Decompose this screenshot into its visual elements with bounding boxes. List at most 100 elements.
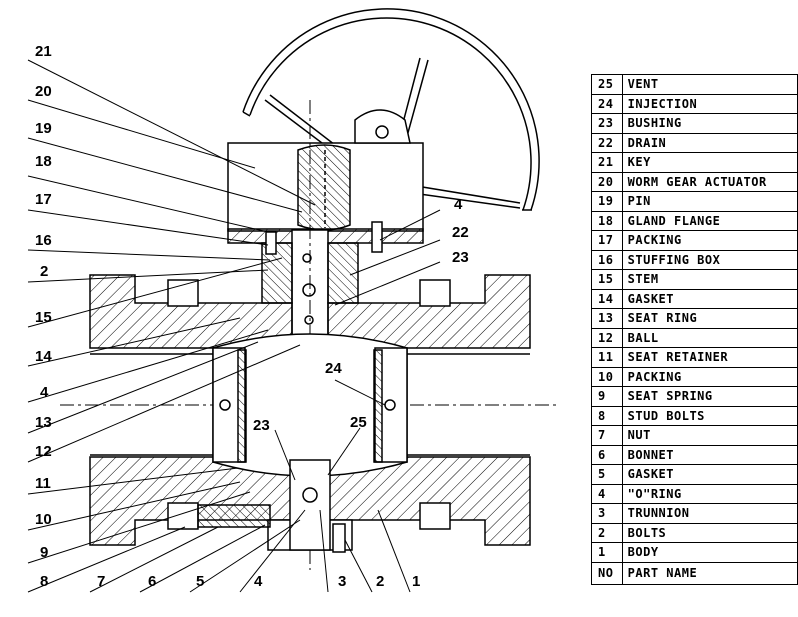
part-name: WORM GEAR ACTUATOR <box>621 171 798 192</box>
callout-22: 22 <box>452 224 469 241</box>
callout-2-bottom: 2 <box>376 573 384 590</box>
callout-9: 9 <box>40 544 48 561</box>
callout-11: 11 <box>35 475 51 492</box>
part-name: VENT <box>621 74 798 95</box>
part-number: 17 <box>591 230 623 251</box>
part-number: 18 <box>591 210 623 231</box>
callout-3: 3 <box>338 573 346 590</box>
part-number: 5 <box>591 464 623 485</box>
part-number: 3 <box>591 503 623 524</box>
parts-list-row: 4"O"RING <box>591 483 798 504</box>
callout-7: 7 <box>97 573 105 590</box>
part-name: TRUNNION <box>621 503 798 524</box>
callout-4-bottom: 4 <box>254 573 263 590</box>
part-name: SEAT RING <box>621 308 798 329</box>
part-name: KEY <box>621 152 798 173</box>
parts-list-header: NO PART NAME <box>591 561 798 585</box>
callout-14: 14 <box>35 348 52 365</box>
part-number: 2 <box>591 522 623 543</box>
part-name: PIN <box>621 191 798 212</box>
callout-16: 16 <box>35 232 52 249</box>
callout-8: 8 <box>40 573 48 590</box>
part-number: 4 <box>591 483 623 504</box>
callout-13: 13 <box>35 414 52 431</box>
callout-5: 5 <box>196 573 204 590</box>
part-number: 1 <box>591 542 623 563</box>
part-name: PACKING <box>621 366 798 387</box>
part-name: PACKING <box>621 230 798 251</box>
part-name: BONNET <box>621 444 798 465</box>
part-name: BOLTS <box>621 522 798 543</box>
callout-15: 15 <box>35 309 52 326</box>
part-name: DRAIN <box>621 132 798 153</box>
part-name: BALL <box>621 327 798 348</box>
valve-body <box>60 100 560 570</box>
part-number: 19 <box>591 191 623 212</box>
part-name: STUFFING BOX <box>621 249 798 270</box>
callout-23-lower: 23 <box>253 417 270 434</box>
callout-20: 20 <box>35 83 52 100</box>
part-number: 15 <box>591 269 623 290</box>
part-number: 7 <box>591 425 623 446</box>
part-number: 23 <box>591 113 623 134</box>
part-number: 22 <box>591 132 623 153</box>
part-name: SEAT SPRING <box>621 386 798 407</box>
callout-21: 21 <box>35 43 52 60</box>
part-name: NUT <box>621 425 798 446</box>
part-name: GASKET <box>621 288 798 309</box>
part-number: 6 <box>591 444 623 465</box>
callout-18: 18 <box>35 153 52 170</box>
callout-12: 12 <box>35 443 52 460</box>
part-name: BUSHING <box>621 113 798 134</box>
part-name: STUD BOLTS <box>621 405 798 426</box>
part-number: 11 <box>591 347 623 368</box>
callout-labels: 21 20 19 18 17 16 2 15 14 4 13 12 11 10 … <box>35 43 469 590</box>
callout-4-right: 4 <box>454 196 463 213</box>
flange-bolts <box>167 279 451 553</box>
part-number: 10 <box>591 366 623 387</box>
leader-lines <box>27 59 441 593</box>
part-name: GLAND FLANGE <box>621 210 798 231</box>
part-number: 12 <box>591 327 623 348</box>
part-number: 24 <box>591 93 623 114</box>
part-number: 16 <box>591 249 623 270</box>
part-number: 14 <box>591 288 623 309</box>
part-number: 8 <box>591 405 623 426</box>
header-part-name: PART NAME <box>621 561 798 585</box>
callout-1: 1 <box>412 573 420 590</box>
part-number: 13 <box>591 308 623 329</box>
callout-23-right: 23 <box>452 249 469 266</box>
callout-24: 24 <box>325 360 342 377</box>
part-name: GASKET <box>621 464 798 485</box>
callout-2-upper: 2 <box>40 263 48 280</box>
callout-6: 6 <box>148 573 156 590</box>
header-no: NO <box>591 561 623 585</box>
callout-19: 19 <box>35 120 52 137</box>
callout-4-left: 4 <box>40 384 49 401</box>
ball-and-seats <box>212 333 408 551</box>
